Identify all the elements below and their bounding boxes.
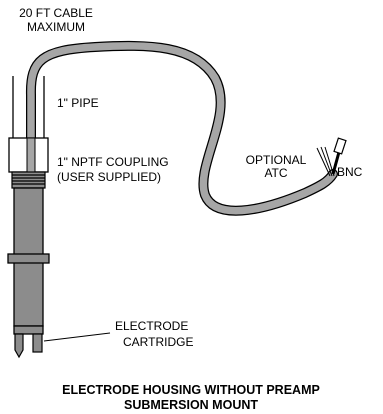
electrode-housing — [7, 187, 50, 335]
cable-label-line2: MAXIMUM — [27, 20, 85, 34]
bnc-label: BNC — [337, 165, 363, 179]
electrode-cartridge — [14, 333, 43, 359]
cartridge-label-line1: ELECTRODE — [115, 319, 188, 333]
atc-label-line1: OPTIONAL — [246, 153, 307, 167]
coupling-label-line1: 1" NPTF COUPLING — [57, 155, 169, 169]
coupling-label-line2: (USER SUPPLIED) — [57, 170, 161, 184]
caption-line1: ELECTRODE HOUSING WITHOUT PREAMP — [62, 383, 320, 397]
pipe-label: 1" PIPE — [57, 96, 99, 110]
cable — [25, 40, 338, 216]
caption-line2: SUBMERSION MOUNT — [124, 398, 258, 412]
atc-label-line2: ATC — [264, 166, 287, 180]
bnc-connector — [331, 137, 347, 175]
cartridge-label-line2: CARTRIDGE — [123, 335, 193, 349]
cartridge-leader — [43, 332, 111, 342]
threads — [11, 171, 46, 189]
cable-label-line1: 20 FT CABLE — [19, 6, 93, 20]
pipe — [12, 76, 45, 138]
